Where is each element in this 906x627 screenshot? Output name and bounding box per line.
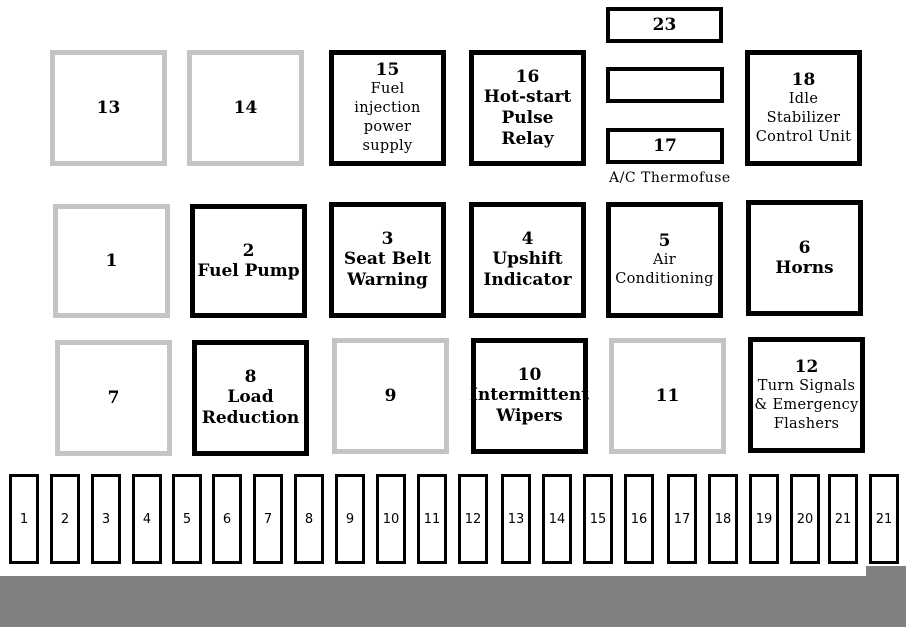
relay-number: 8 — [244, 367, 257, 387]
fuse-3: 3 — [91, 474, 121, 564]
fuse-15: 15 — [583, 474, 613, 564]
fuse-12: 12 — [458, 474, 488, 564]
fuse-21b: 21 — [869, 474, 899, 564]
fuse-21: 21 — [828, 474, 858, 564]
relay-number: 6 — [798, 237, 811, 258]
fuse-17: 17 — [667, 474, 697, 564]
fuse-5: 5 — [172, 474, 202, 564]
relay-number: 7 — [107, 388, 120, 408]
relay-number: 1 — [105, 251, 118, 271]
relay-number: 9 — [384, 386, 397, 406]
fuse-6: 6 — [212, 474, 242, 564]
relay-label: Hot-start Pulse Relay — [483, 86, 572, 149]
relay-10-intermittent-wipers: 10 Intermittent Wipers — [469, 338, 590, 454]
relay-6-horns: 6 Horns — [746, 200, 863, 316]
relay-label: Fuel injection power supply — [354, 81, 421, 154]
relay-label: Intermittent Wipers — [469, 385, 590, 426]
relay-number: 11 — [655, 386, 680, 406]
relay-15-fuel-injection: 15 Fuel injection power supply — [329, 50, 446, 166]
slot-number: 23 — [652, 15, 677, 35]
fuse-14: 14 — [542, 474, 572, 564]
relay-7: 7 — [55, 340, 172, 456]
relay-14: 14 — [187, 50, 304, 166]
relay-number: 5 — [658, 231, 671, 251]
relay-label: Upshift Indicator — [483, 249, 572, 290]
relay-label: Seat Belt Warning — [343, 249, 432, 290]
relay-3-seat-belt: 3 Seat Belt Warning — [329, 202, 446, 318]
relay-9: 9 — [332, 338, 449, 454]
fuse-10: 10 — [376, 474, 406, 564]
fuse-20: 20 — [790, 474, 820, 564]
relay-16-hot-start-pulse: 16 Hot-start Pulse Relay — [469, 50, 586, 166]
relay-number: 18 — [791, 69, 816, 90]
fuse-16: 16 — [624, 474, 654, 564]
relay-12-turn-signals: 12 Turn Signals & Emergency Flashers — [748, 337, 865, 453]
fuse-8: 8 — [294, 474, 324, 564]
base-step — [866, 566, 906, 578]
slot-number: 17 — [653, 136, 677, 156]
fuse-9: 9 — [335, 474, 365, 564]
relay-13: 13 — [50, 50, 167, 166]
relay-number: 15 — [375, 60, 400, 80]
slot-blank — [606, 67, 724, 103]
relay-number: 4 — [521, 229, 534, 249]
relay-label: Fuel Pump — [197, 260, 300, 281]
fuse-18: 18 — [708, 474, 738, 564]
fuse-11: 11 — [417, 474, 447, 564]
relay-number: 12 — [794, 356, 819, 377]
relay-8-load-reduction: 8 Load Reduction — [192, 340, 309, 456]
relay-label: Idle Stabilizer Control Unit — [755, 90, 852, 145]
fuse-19: 19 — [749, 474, 779, 564]
relay-number: 2 — [242, 240, 255, 261]
fuse-7: 7 — [253, 474, 283, 564]
relay-11: 11 — [609, 338, 726, 454]
relay-5-air-conditioning: 5 Air Conditioning — [606, 202, 723, 318]
relay-number: 10 — [517, 365, 542, 385]
relay-number: 3 — [381, 229, 394, 249]
relay-label: Air Conditioning — [615, 252, 714, 287]
relay-number: 16 — [515, 66, 540, 87]
relay-number: 14 — [233, 98, 258, 118]
slot-caption: A/C Thermofuse — [609, 170, 731, 186]
fuse-1: 1 — [9, 474, 39, 564]
slot-23: 23 — [606, 7, 723, 43]
fuse-box-base — [0, 576, 906, 627]
relay-label: Turn Signals & Emergency Flashers — [754, 377, 859, 432]
relay-number: 13 — [96, 98, 121, 118]
slot-17: 17 — [606, 128, 724, 164]
relay-label: Horns — [775, 257, 834, 278]
relay-18-idle-stabilizer: 18 Idle Stabilizer Control Unit — [745, 50, 862, 166]
relay-1: 1 — [53, 204, 170, 318]
relay-4-upshift: 4 Upshift Indicator — [469, 202, 586, 318]
fuse-2: 2 — [50, 474, 80, 564]
relay-label: Load Reduction — [201, 387, 300, 428]
fuse-4: 4 — [132, 474, 162, 564]
fuse-13: 13 — [501, 474, 531, 564]
relay-2-fuel-pump: 2 Fuel Pump — [190, 204, 307, 318]
